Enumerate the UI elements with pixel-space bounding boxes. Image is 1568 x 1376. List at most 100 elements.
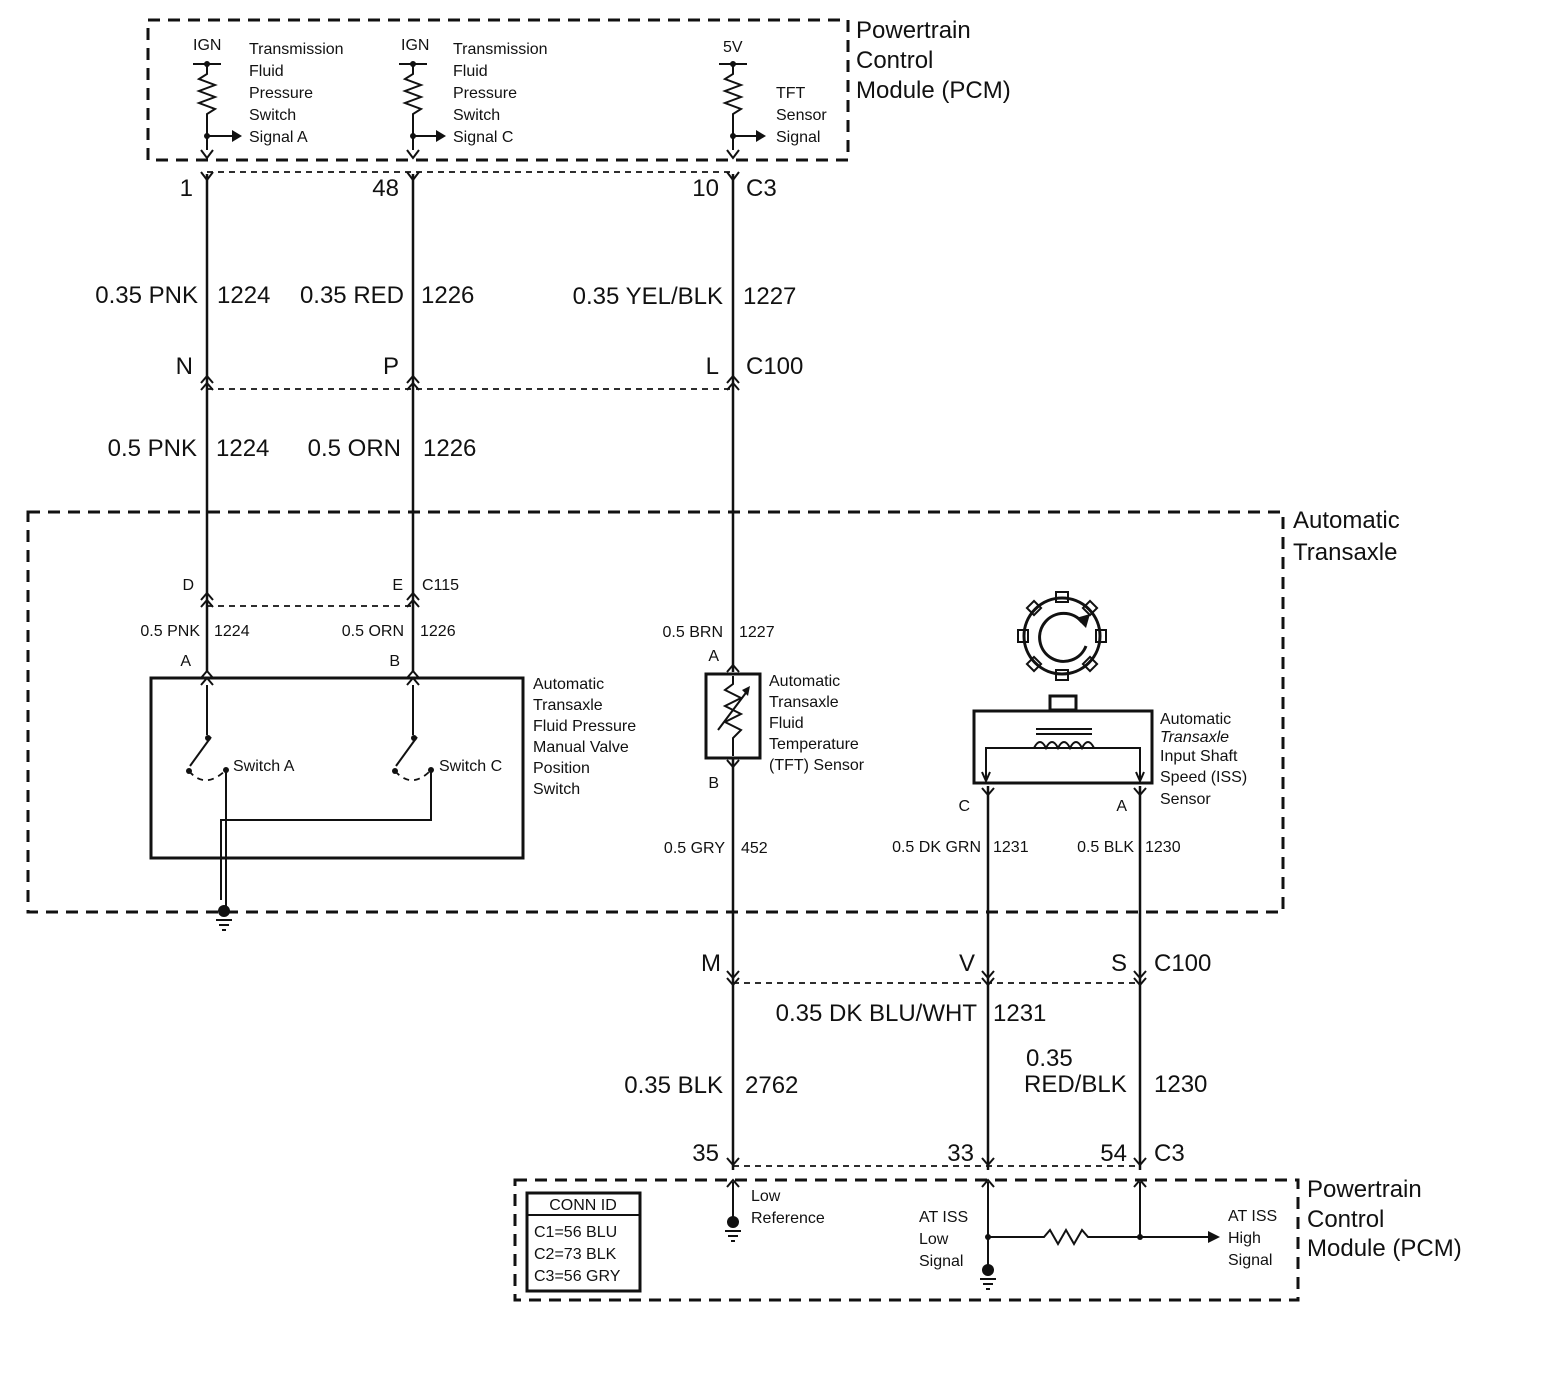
c100-bottom-connector: M V S C100 [701, 950, 1211, 987]
switch-a-label: Switch A [233, 758, 295, 775]
switch-c-label: Switch C [439, 758, 502, 775]
c3-bottom-connector: 35 33 54 C3 [692, 1140, 1184, 1167]
wire-lower-2-circuit: 1231 [993, 839, 1029, 856]
iss-pin-A: A [1116, 798, 1127, 815]
iss-sensor-body [972, 709, 1154, 785]
wire-labels-upper: 0.35 PNK 1224 0.35 RED 1226 0.35 YEL/BLK… [95, 282, 796, 310]
wire-upper-1-circuit: 1224 [217, 282, 270, 309]
wire-inner-1-spec: 0.5 PNK [140, 623, 200, 640]
c3-top-pin-1: 1 [180, 175, 193, 202]
conn-id-title: CONN ID [549, 1197, 617, 1214]
switch-c-return-wire [220, 770, 432, 900]
low-ref-ground-node [727, 1216, 739, 1228]
iss-desc-line4: Speed (ISS) [1160, 769, 1247, 786]
iss-high-line2: High [1228, 1230, 1261, 1247]
conn-id-outline [525, 1191, 642, 1293]
ch2-desc-line4: Switch [453, 107, 500, 124]
switch-c-linkage [394, 769, 432, 782]
switch-a-pivot [205, 735, 211, 741]
c100-pinL-chevron-icon [726, 374, 740, 391]
switch-ground-node [218, 905, 230, 917]
iss-low-chevron-icon [981, 1178, 995, 1188]
c100-top-pin-P: P [383, 353, 399, 380]
iss-sensor-tip [1048, 694, 1078, 712]
tft-sensor: A B Automatic Transaxle Fluid Temperatur… [704, 648, 865, 792]
c115-pin-E: E [392, 577, 403, 594]
iss-high-line1: AT ISS [1228, 1208, 1277, 1225]
ch2-desc-line3: Pressure [453, 85, 517, 102]
switch-a-contact-icon [189, 736, 212, 767]
c3-pin35-chevron-icon [726, 1157, 740, 1167]
wire-inner-3-circuit: 1227 [739, 624, 775, 641]
wire-lower-2-spec: 0.5 DK GRN [892, 839, 981, 856]
iss-pinA-chevron-icon [1133, 787, 1147, 797]
iss-low-line1: AT ISS [919, 1209, 968, 1226]
c3-pin54-chevron-icon [1133, 1157, 1147, 1167]
wire-bottom-2-spec: 0.35 DK BLU/WHT [776, 1000, 978, 1027]
conn-id-row-3: C3=56 GRY [534, 1268, 621, 1285]
wire-bottom-2-circuit: 1231 [993, 1000, 1046, 1027]
iss-high-signal-arrow-icon [1208, 1231, 1220, 1243]
wire-bottom-1-spec: 0.35 BLK [624, 1072, 723, 1099]
c100-bottom-pin-S: S [1111, 950, 1127, 977]
wire-bottom-1-circuit: 2762 [745, 1072, 798, 1099]
conn-id-table: CONN ID C1=56 BLU C2=73 BLK C3=56 GRY [525, 1191, 642, 1293]
ch3-pullup-resistor-icon [722, 64, 744, 150]
pressure-switch-desc-line5: Position [533, 760, 590, 777]
c115-name: C115 [422, 577, 459, 594]
pressure-switch-pinA-chevron-icon [200, 669, 214, 686]
pcm-bottom-title-line2: Control [1307, 1206, 1384, 1233]
wire-lower-3-spec: 0.5 BLK [1077, 839, 1134, 856]
iss-desc-line1: Automatic [1160, 711, 1231, 728]
c100-pinV-chevron-icon [981, 970, 995, 987]
iss-coil-icon [1033, 741, 1095, 751]
ch1-desc-line4: Switch [249, 107, 296, 124]
c3-bottom-pin-35: 35 [692, 1140, 719, 1167]
c100-bottom-name: C100 [1154, 950, 1211, 977]
wire-inner-2-circuit: 1226 [420, 623, 456, 640]
c100-top-pin-L: L [706, 353, 719, 380]
tft-variable-arrow-icon [742, 686, 750, 696]
iss-lead-arrow-a-icon [1135, 771, 1145, 784]
wire-labels-bottom: 0.35 BLK 2762 0.35 DK BLU/WHT 1231 0.35 … [624, 1000, 1207, 1099]
wire-inner-2-spec: 0.5 ORN [342, 623, 404, 640]
pressure-switch-desc-line6: Switch [533, 781, 580, 798]
ch2-supply-label: IGN [401, 37, 429, 54]
iss-low-line2: Low [919, 1231, 949, 1248]
tft-desc-line2: Transaxle [769, 694, 839, 711]
c115-connector: D E C115 [182, 577, 459, 608]
conn-id-row-2: C2=73 BLK [534, 1246, 617, 1263]
tft-pinA-chevron-icon [726, 663, 740, 673]
wire-upper-1-spec: 0.35 PNK [95, 282, 198, 309]
pcm-bottom-outline [513, 1178, 1300, 1302]
wire-bottom-3-spec-line1: 0.35 [1026, 1045, 1073, 1072]
c3-top-pin-48: 48 [372, 175, 399, 202]
c100-top-pin-N: N [176, 353, 193, 380]
c100-pinM-chevron-icon [726, 970, 740, 987]
switch-ground-icon [216, 919, 232, 931]
wire-upper-3-circuit: 1227 [743, 283, 796, 310]
wire-inner-3-spec: 0.5 BRN [663, 624, 723, 641]
c3-bottom-pin-33: 33 [947, 1140, 974, 1167]
pressure-switch-desc-line4: Manual Valve [533, 739, 629, 756]
iss-low-line3: Signal [919, 1253, 963, 1270]
tft-pin-A: A [708, 648, 719, 665]
rotation-arrow-head-icon [1076, 614, 1090, 628]
iss-low-ground-node [982, 1264, 994, 1276]
pressure-switch: A B Switch A Switch C Automatic Transaxl… [149, 653, 636, 931]
c3-bottom-pin-54: 54 [1100, 1140, 1127, 1167]
ch1-desc-line5: Signal A [249, 129, 308, 146]
low-ref-line2: Reference [751, 1210, 825, 1227]
c100-pinS-chevron-icon [1133, 970, 1147, 987]
pcm-channel-2: IGN Transmission Fluid Pressure Switch S… [399, 37, 548, 160]
wire-lower-3-circuit: 1230 [1145, 839, 1181, 856]
pcm-bottom-title-line3: Module (PCM) [1307, 1235, 1462, 1262]
c115-pinD-chevron-icon [200, 591, 214, 608]
c100-top-connector: N P L C100 [176, 353, 803, 391]
tft-desc-line5: (TFT) Sensor [769, 757, 865, 774]
pressure-switch-pin-B: B [389, 653, 400, 670]
ch1-signal-arrow-icon [232, 130, 242, 142]
ch3-signal-arrow-icon [756, 130, 766, 142]
pcm-top-title-line1: Powertrain [856, 17, 971, 44]
c3-top-name: C3 [746, 175, 777, 202]
